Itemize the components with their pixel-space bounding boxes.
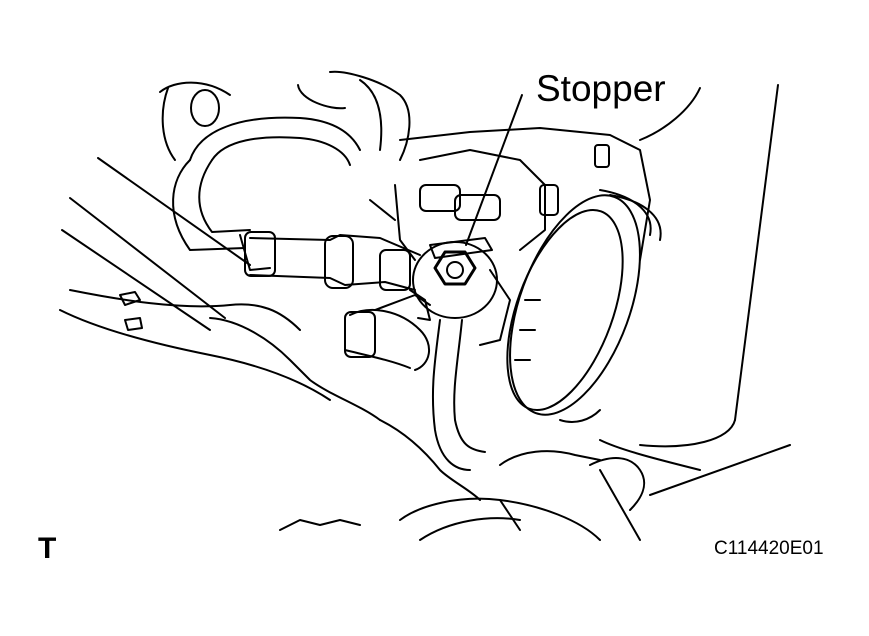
- engine-block: [60, 290, 644, 540]
- stopper-callout-label: Stopper: [536, 68, 666, 109]
- background-structure: [62, 85, 790, 495]
- banjo-fitting: [410, 238, 510, 345]
- feed-pipe: [433, 320, 485, 470]
- upper-hose: [160, 72, 409, 250]
- figure-id: C114420E01: [714, 538, 824, 559]
- connector-hose: [240, 232, 420, 290]
- lower-hose: [345, 295, 430, 370]
- stopper-leader: [466, 95, 522, 245]
- pump-body: [370, 128, 650, 260]
- pulley: [484, 178, 666, 432]
- view-mark: T: [38, 532, 57, 565]
